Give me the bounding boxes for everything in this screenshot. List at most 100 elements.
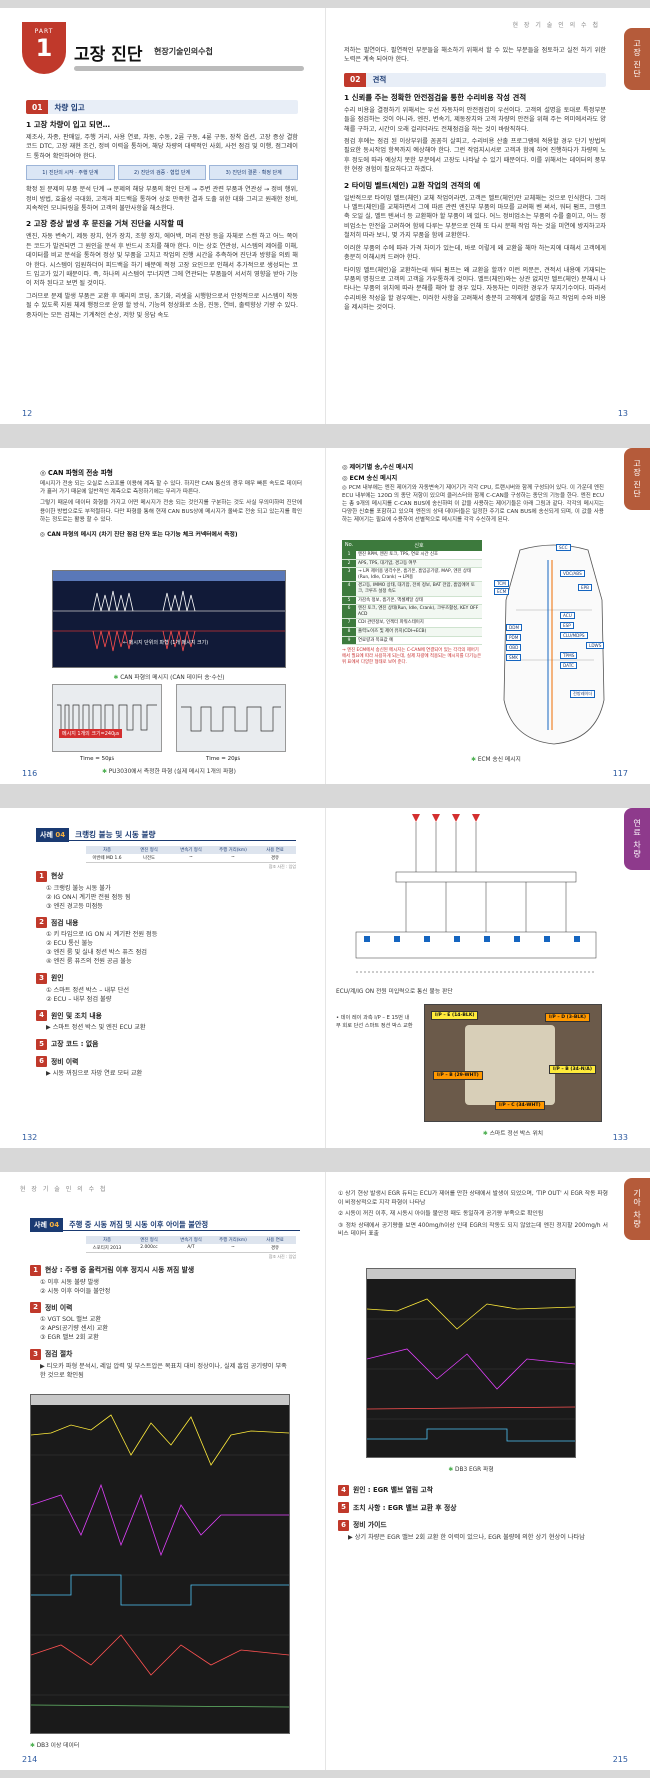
time-label-2: Time = 20㎲ xyxy=(206,756,241,762)
case-header: 사례 04 주행 중 시동 꺼짐 및 시동 이후 아이들 불안정 xyxy=(30,1218,300,1232)
case-title: 주행 중 시동 꺼짐 및 시동 이후 아이들 불안정 xyxy=(63,1220,300,1231)
junction-box-photo: I/P – E (14-BLK)I/P – D (3-BLK)I/P – B (… xyxy=(424,1004,602,1122)
figure-caption-text: DB3 이상 데이터 xyxy=(36,1743,80,1749)
section-number-badge: 5 xyxy=(36,1038,47,1050)
case-section-item: ▶ 티오카 파형 분석시, 레일 압력 및 부스트압은 목표치 대비 정상이나,… xyxy=(40,1362,287,1379)
section-number-badge: 1 xyxy=(36,870,47,882)
table-header: No. 신호 xyxy=(342,540,482,551)
table-cell: ~ xyxy=(231,855,235,860)
cell-no: 2 xyxy=(342,559,356,568)
case-section-item: ② ECU 통신 불능 xyxy=(46,940,93,947)
case-title: 크랭킹 불능 및 시동 불량 xyxy=(69,829,296,841)
section-number: 02 xyxy=(344,72,367,87)
case-section-title: 정비 이력 xyxy=(45,1303,73,1312)
module-label: PDM xyxy=(506,634,522,641)
table-head-cell: 엔진 형식 xyxy=(140,848,158,853)
zoom-waveform-2 xyxy=(181,706,281,732)
running-header: 현 장 기 술 인 의 수 첩 xyxy=(512,22,600,29)
table-head-cell: 차종 xyxy=(102,1238,112,1243)
case-section-title: 점검 절차 xyxy=(45,1350,73,1358)
table-cell: ~ xyxy=(231,1245,235,1250)
subheading-1: ◎ CAN 파형의 전송 파형 xyxy=(40,469,113,477)
chapter-subtitle: 현장기술인의수첩 xyxy=(154,47,213,56)
content-block: ◎ CAN 파형의 전송 파형 메시지가 전송 되는 오실로 스코프를 이용해 … xyxy=(40,462,302,541)
photo-callout: I/P – D (3-BLK) xyxy=(545,1013,590,1022)
section-number-badge: 2 xyxy=(36,917,47,928)
paragraph-4: 그러므로 문제 발생 부품은 교환 후 메리의 코딩, 초기화, 리셋을 시행함… xyxy=(26,292,298,319)
case-section-title: 현상 : 주행 중 울컥거림 이후 정지시 시동 꺼짐 발생 xyxy=(45,1266,195,1274)
cell-no: 6 xyxy=(342,605,356,619)
cell-signal: 경고등, IMMO 상태, 대기압, 전비 정보, BAT 전압, 흡입에어 토… xyxy=(358,583,475,594)
star-icon: ✱ xyxy=(482,1131,488,1137)
can-waveform-plot xyxy=(53,571,285,667)
table-cell: ~ xyxy=(189,855,193,860)
module-label: TCM xyxy=(494,580,509,587)
figure-caption-1: ✱ CAN 파형의 메시지 (CAN 데이터 송·수신) xyxy=(52,672,286,681)
diagram-caption: ECU/계/IG ON 전원 미입력으로 통신 불능 판단 xyxy=(336,989,453,995)
time-label-1: Time = 50㎲ xyxy=(80,756,115,762)
case-section-item: ② ECU – 내부 점검 불량 xyxy=(46,995,112,1003)
case-section-title: 원인 및 조치 내용 xyxy=(51,1011,102,1020)
section-title: 견적 xyxy=(372,75,387,85)
wiring-diagram xyxy=(336,812,606,982)
section-number-badge: 4 xyxy=(36,1010,47,1021)
page-number: 13 xyxy=(617,409,628,418)
photo-note: • 데이 레이 과측 I/P – E 15번 내부 회로 단선 스마트 정션 박… xyxy=(336,1015,413,1029)
table-row: 3→ LPI 제어용 냉각수온, 흡기온, 흡입공기량, MAP, 엔진 상태(… xyxy=(342,568,482,583)
thumb-tab: 고장 진단 xyxy=(624,28,650,90)
table-note: 참조 사진 : 임업 xyxy=(268,1254,296,1259)
cell-no: 1 xyxy=(342,551,356,559)
module-label: ACU xyxy=(560,612,575,619)
photo-callout: I/P – C (34-WHT) xyxy=(495,1101,545,1110)
spread-pages-116-117: ◎ CAN 파형의 전송 파형 메시지가 전송 되는 오실로 스코프를 이용해 … xyxy=(0,448,650,784)
section-header-estimate: 02 견적 xyxy=(344,72,606,87)
page-number: 215 xyxy=(612,1755,628,1764)
table-head-cell: 주행 거리(km) xyxy=(219,1238,247,1243)
module-label: TPMS xyxy=(560,652,578,659)
module-label: LDWS xyxy=(586,642,605,649)
scope-data-plot xyxy=(31,1395,289,1708)
case-section-heading: 3 점검 절차 xyxy=(30,1348,292,1360)
section-number-badge: 3 xyxy=(30,1348,41,1360)
section-number-badge: 3 xyxy=(36,972,47,984)
subheading-2: ◎ CAN 파형의 메시지 (차기 진단 점검 단자 또는 다기능 체크 커넥터… xyxy=(40,532,238,539)
module-label: EPB xyxy=(578,584,593,591)
case-section-item: ③ EGR 밸브 2회 교환 xyxy=(40,1334,99,1341)
cell-no: 9 xyxy=(342,636,356,645)
paragraph-0: 저하는 필연이다. 필연적인 부분들을 해소하기 위해서 할 수 있는 부분들을… xyxy=(344,47,606,64)
table-head-cell: 주행 거리(km) xyxy=(219,848,247,853)
page-number: 12 xyxy=(22,409,33,418)
case-section-title: 원인 : EGR 밸브 열림 고착 xyxy=(353,1486,434,1494)
figure-caption-text: CAN 파형의 메시지 (CAN 데이터 송·수신) xyxy=(120,675,225,681)
circuit-schematic xyxy=(355,814,597,973)
subheading-2: 2 고장 증상 발생 후 문진을 거쳐 진단을 시작할 때 xyxy=(26,219,184,229)
section-number-badge: 1 xyxy=(30,1264,41,1276)
table-cell: 2.000cc xyxy=(140,1245,158,1250)
photo-fill xyxy=(465,1025,555,1105)
flow-step-1: 1) 진단의 시작 · 주행 단계 xyxy=(26,165,115,181)
photo-callout: I/P – E (14-BLK) xyxy=(431,1011,479,1020)
case-section-heading: 1 현상 : 주행 중 울컥거림 이후 정지시 시동 꺼짐 발생 xyxy=(30,1264,292,1276)
cell-signal: 연료량과 목표값 예 xyxy=(358,637,394,643)
paragraph-2: 확정 된 문제의 부품 분석 단계 → 문제의 해당 부품의 확인 단계 → 주… xyxy=(26,186,298,213)
table-head-cell: 변속기 형식 xyxy=(180,848,202,853)
case-section: 3 점검 절차 ▶ 티오카 파형 분석시, 레일 압력 및 부스트압은 목표치 대비… xyxy=(30,1348,292,1380)
scope-data-screenshot xyxy=(30,1394,290,1734)
table-head-cell: 사용 연료 xyxy=(266,848,284,853)
table-head-cell: 엔진 형식 xyxy=(140,1238,158,1243)
